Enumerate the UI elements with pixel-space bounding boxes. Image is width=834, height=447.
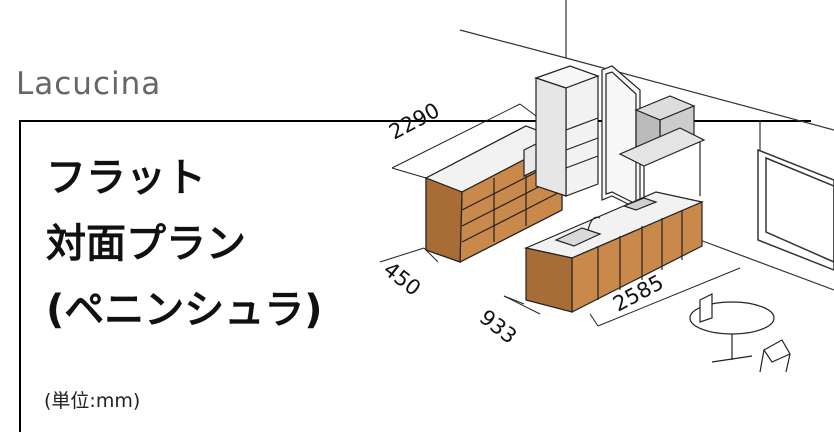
dining-table [689,293,791,373]
unit-note: (単位:mm) [44,390,141,412]
peninsula-counter [524,191,704,313]
range-hood [618,95,706,222]
title-frame [19,120,811,432]
tall-panel [601,65,641,211]
dimension-lines [379,103,741,327]
dimension-island-depth: 933 [475,305,521,349]
plan-title-line-2: 対面プラン [46,221,246,267]
plan-title-line-1: フラット [46,155,206,201]
refrigerator [534,65,600,197]
dimension-back-width: 2290 [385,98,443,144]
dimension-back-depth: 450 [379,257,425,301]
window [757,148,834,271]
plan-title-line-3: (ペニンシュラ) [46,287,323,333]
brand-logo-text: Lacucina [16,66,162,102]
